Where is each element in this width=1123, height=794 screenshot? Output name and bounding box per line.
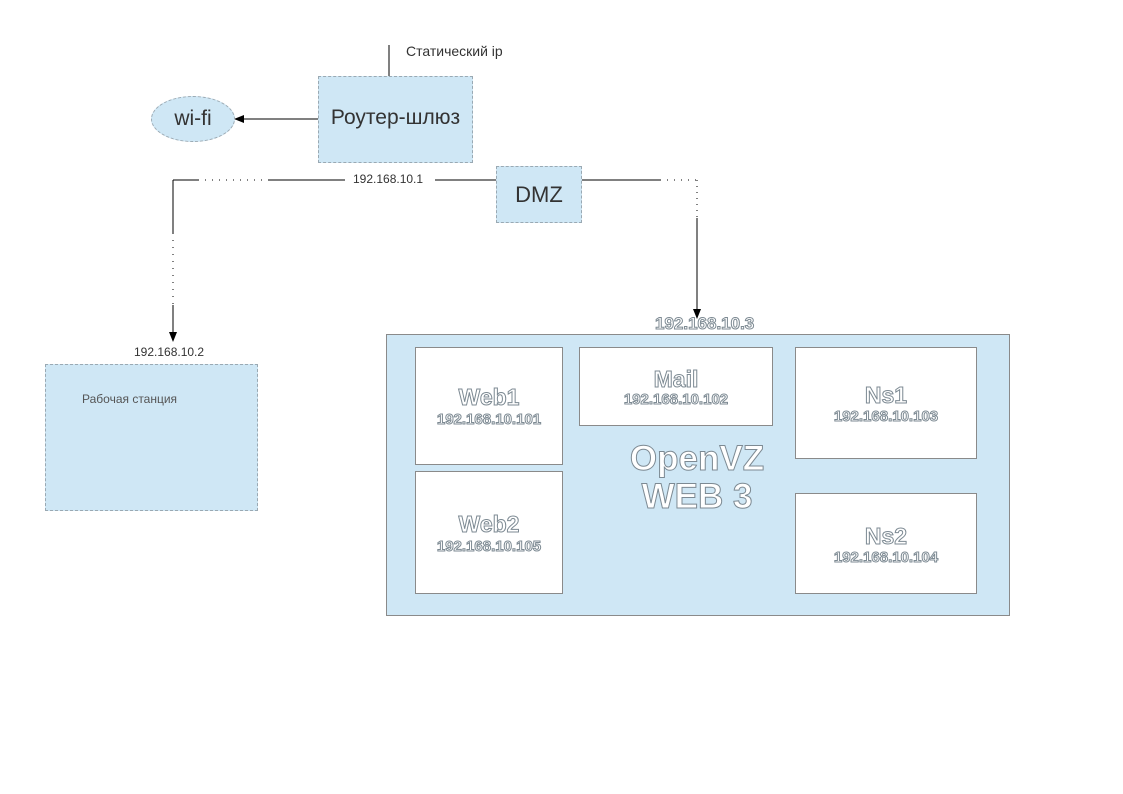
workstation-label: Рабочая станция [82,392,178,406]
dmz-box[interactable]: DMZ [496,166,582,223]
container-name: Ns1 [864,382,908,409]
container-ip: 192.168.10.101 [436,411,542,429]
container-ip: 192.168.10.102 [623,391,729,409]
container-name: Web1 [458,384,520,411]
server-title-line2: WEB 3 [641,477,753,517]
container-ip: 192.168.10.104 [833,549,939,567]
server-ip-label: 192.168.10.3 [654,314,755,334]
container-ns1[interactable]: Ns1 192.168.10.103 [795,347,977,459]
server-title-line1: OpenVZ [629,439,765,479]
container-mail[interactable]: Mail 192.168.10.102 [579,347,773,426]
container-ns2[interactable]: Ns2 192.168.10.104 [795,493,977,594]
router-box[interactable]: Роутер-шлюз [318,76,473,163]
router-label: Роутер-шлюз [330,106,461,129]
container-web2[interactable]: Web2 192.168.10.105 [415,471,563,594]
container-web1[interactable]: Web1 192.168.10.101 [415,347,563,465]
router-ip-label: 192.168.10.1 [353,172,424,186]
container-name: Web2 [458,511,520,538]
workstation-ip-label: 192.168.10.2 [134,345,205,359]
server-box[interactable]: OpenVZ WEB 3 Web1 192.168.10.101 Mail 19… [386,334,1010,616]
container-ip: 192.168.10.105 [436,538,542,556]
static-ip-label: Статический ip [406,43,503,59]
workstation-box[interactable]: Рабочая станция [45,364,258,511]
wifi-node[interactable]: wi-fi [151,96,235,142]
container-ip: 192.168.10.103 [833,408,939,426]
container-name: Mail [653,366,699,393]
container-name: Ns2 [864,523,908,550]
wifi-label: wi-fi [174,107,212,130]
dmz-label: DMZ [515,182,563,207]
